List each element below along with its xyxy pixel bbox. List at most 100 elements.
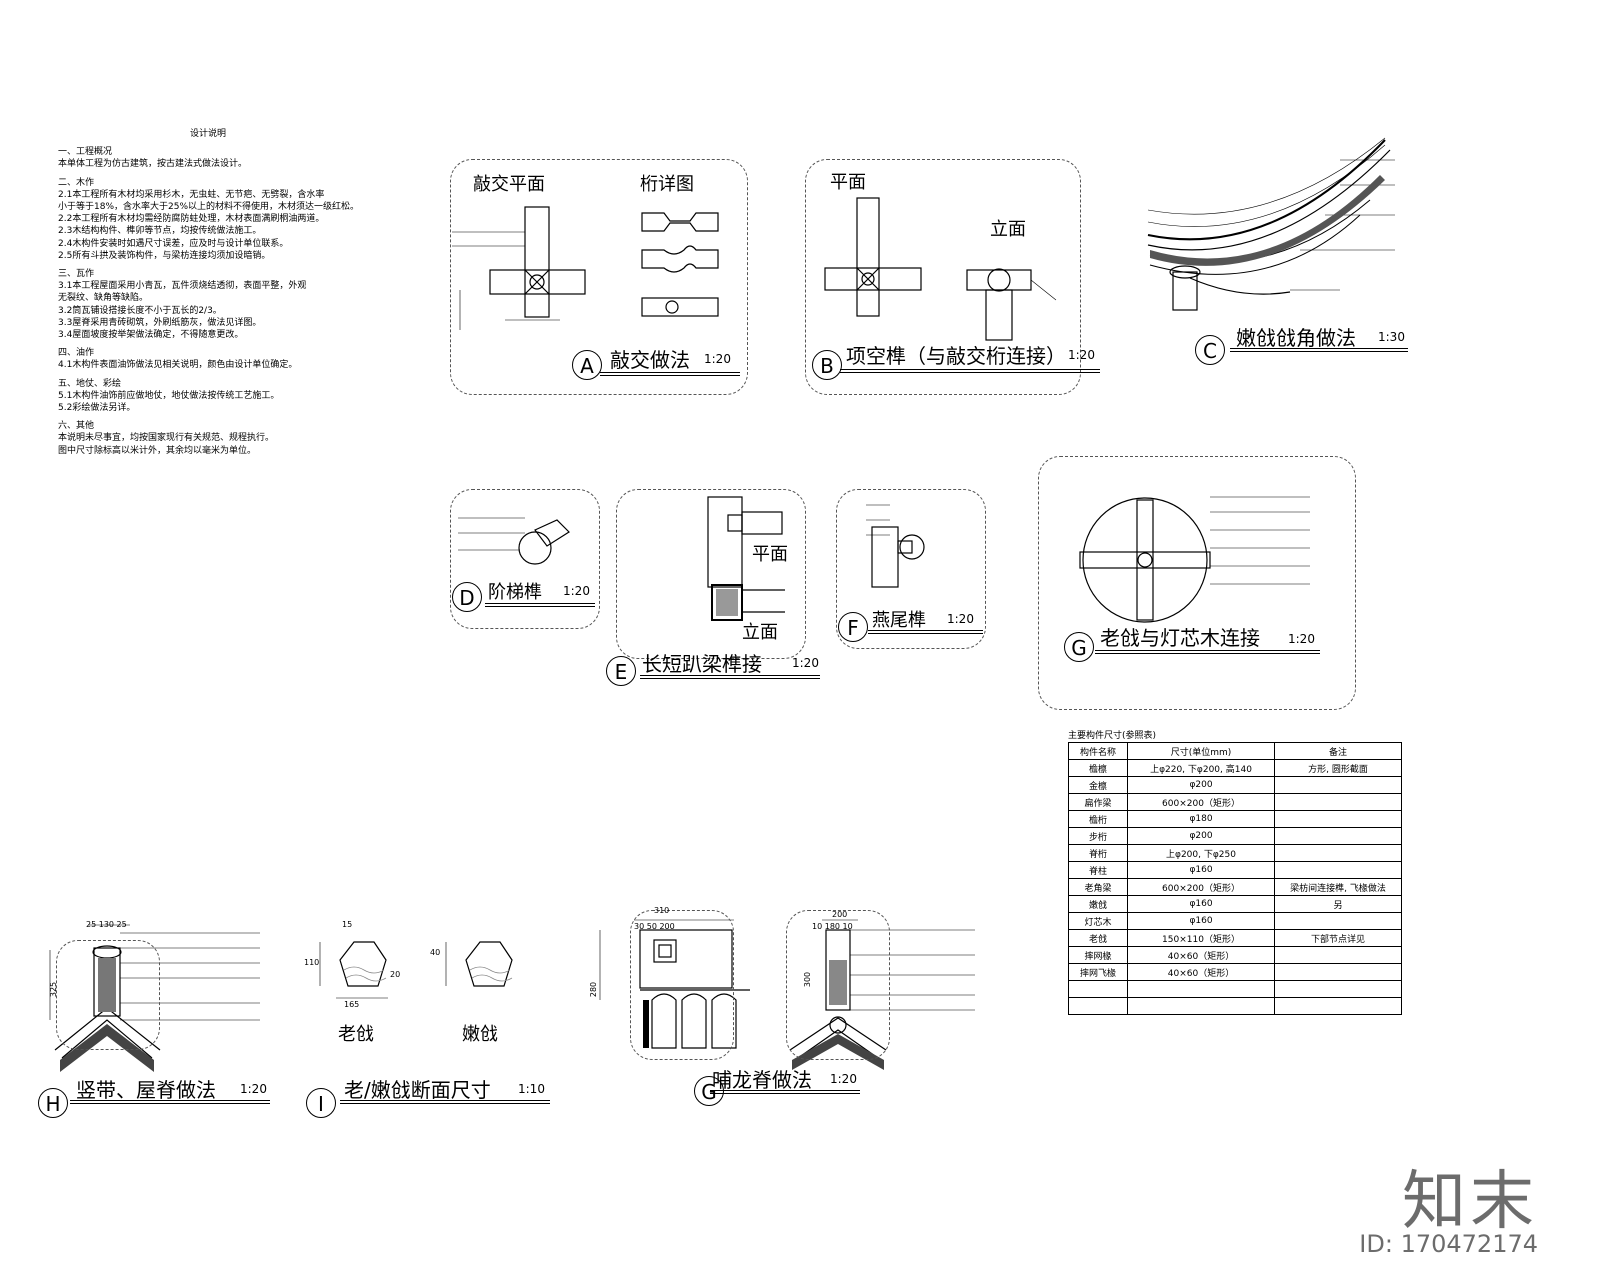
detail-a-panel [450,159,748,395]
detail-i-title: 老/嫩戗断面尺寸 [344,1078,491,1102]
spec-table-cell [1127,980,1275,998]
spec-table-cell: φ160 [1127,895,1275,913]
detail-h-dim-v: 325 [49,981,59,998]
spec-table-cell [1274,861,1402,879]
spec-table-cell: 嫩戗 [1068,895,1128,913]
detail-g-marker: G [1064,632,1094,662]
notes-line: 本单体工程为仿古建筑，按古建法式做法设计。 [58,159,248,170]
spec-col-header: 构件名称 [1068,742,1128,760]
spec-col-header: 尺寸(单位mm) [1127,742,1275,760]
spec-table-cell: 600×200（矩形） [1127,793,1275,811]
spec-table-cell [1274,776,1402,794]
detail-h-dims: 25 130 25 [86,920,127,929]
spec-table-cell [1274,963,1402,981]
spec-table-cell: 40×60（矩形） [1127,946,1275,964]
detail-d-panel [450,489,600,629]
detail-h-marker: H [38,1088,68,1118]
notes-line: 六、其他 [58,421,95,432]
detail-i-label2: 嫩戗 [462,1024,498,1045]
detail-i-marker: I [306,1088,336,1118]
detail-b-elevation-drawing [966,268,1057,341]
detail-d-title: 阶梯榫 [488,582,542,603]
spec-table-cell: φ200 [1127,776,1275,794]
detail-j-scale: 1:20 [830,1072,857,1086]
detail-h-title: 竖带、屋脊做法 [76,1078,216,1102]
detail-g-title: 老戗与灯芯木连接 [1100,626,1260,650]
detail-e-title: 长短趴梁榫接 [642,652,762,676]
detail-a-sub1: 敲交平面 [473,174,545,195]
detail-h-panel [56,940,160,1050]
hatch-strokes [343,966,513,982]
detail-e-marker: E [606,656,636,686]
detail-e-sub1: 平面 [752,544,788,565]
notes-line: 5.2彩绘做法另详。 [58,403,136,414]
detail-i-dim3: 110 [304,958,320,967]
notes-line: 2.3木结构构件、榫卯等节点，均按传统做法施工。 [58,226,262,237]
notes-line: 4.1木构件表面油饰做法见相关说明，颜色由设计单位确定。 [58,360,298,371]
detail-j-left-panel [630,910,734,1060]
detail-f-drawing [866,504,925,588]
spec-table-row [1068,997,1402,1015]
detail-j-dim-top: 310 [654,906,670,915]
spec-table-row [1068,980,1402,998]
notes-line: 2.4木构件安装时如遇尺寸误差，应及时与设计单位联系。 [58,238,289,249]
detail-b-sub1: 平面 [830,172,866,193]
spec-table-cell: 步桁 [1068,827,1128,845]
spec-table-cell [1274,793,1402,811]
detail-a-purlin-drawing [641,212,719,317]
spec-table-cell: 灯芯木 [1068,912,1128,930]
spec-table-cell: 金檩 [1068,776,1128,794]
detail-g-scale: 1:20 [1288,632,1315,646]
spec-table-cell [1274,810,1402,828]
spec-table-cell: 脊桁 [1068,844,1128,862]
spec-col-header: 备注 [1274,742,1402,760]
detail-j-dim-row2: 10 180 10 [812,922,853,931]
notes-line: 无裂纹、缺角等缺陷。 [58,293,149,304]
spec-table-cell [1127,997,1275,1015]
detail-c-scale: 1:30 [1378,330,1405,344]
detail-j-title: 哺龙脊做法 [712,1068,812,1092]
detail-b-plan-drawing [824,197,922,317]
detail-i-dim4: 40 [430,948,441,957]
detail-f-panel [836,489,986,649]
spec-table-cell [1274,946,1402,964]
notes-line: 一、工程概况 [58,147,113,158]
spec-table-cell [1068,980,1128,998]
spec-table-cell: 下部节点详见 [1274,929,1402,947]
notes-line: 3.4屋面坡度按举架做法确定，不得随意更改。 [58,330,244,341]
detail-i-label1: 老戗 [338,1024,374,1045]
notes-line: 5.1木构件油饰前应做地仗，地仗做法按传统工艺施工。 [58,390,280,401]
spec-table-row: 脊桁上φ200, 下φ250 [1068,844,1402,862]
spec-table-cell: 摔网椽 [1068,946,1128,964]
spec-table-cell [1274,844,1402,862]
spec-table-cell [1274,827,1402,845]
detail-j-dim-top2: 200 [832,910,848,919]
detail-i-drawing [319,941,513,999]
spec-table-cell: 方形, 圆形截面 [1274,759,1402,777]
detail-f-title: 燕尾榫 [872,610,926,631]
detail-j-dim-row: 30 50 200 [634,922,675,931]
spec-table-cell: 摔网飞椽 [1068,963,1128,981]
detail-e-panel [616,489,806,659]
detail-b-sub2: 立面 [990,219,1026,240]
detail-g-drawing [1079,496,1310,623]
notes-line: 本说明未尽事宜，均按国家现行有关规范、规程执行。 [58,433,275,444]
spec-table-cell: 上φ220, 下φ200, 高140 [1127,759,1275,777]
spec-table-cell: 老角梁 [1068,878,1128,896]
notes-title: 设计说明 [189,129,226,139]
notes-line: 2.1本工程所有木材均采用杉木，无虫蛀、无节疤、无劈裂，含水率 [58,189,325,200]
detail-f-marker: F [838,612,868,642]
spec-table-cell: 扁作梁 [1068,793,1128,811]
notes-line: 2.5所有斗拱及装饰构件，与梁枋连接均须加设暗销。 [58,250,271,261]
notes-line: 二、木作 [58,177,95,188]
detail-g-panel [1038,456,1356,710]
spec-table-cell: 脊柱 [1068,861,1128,879]
